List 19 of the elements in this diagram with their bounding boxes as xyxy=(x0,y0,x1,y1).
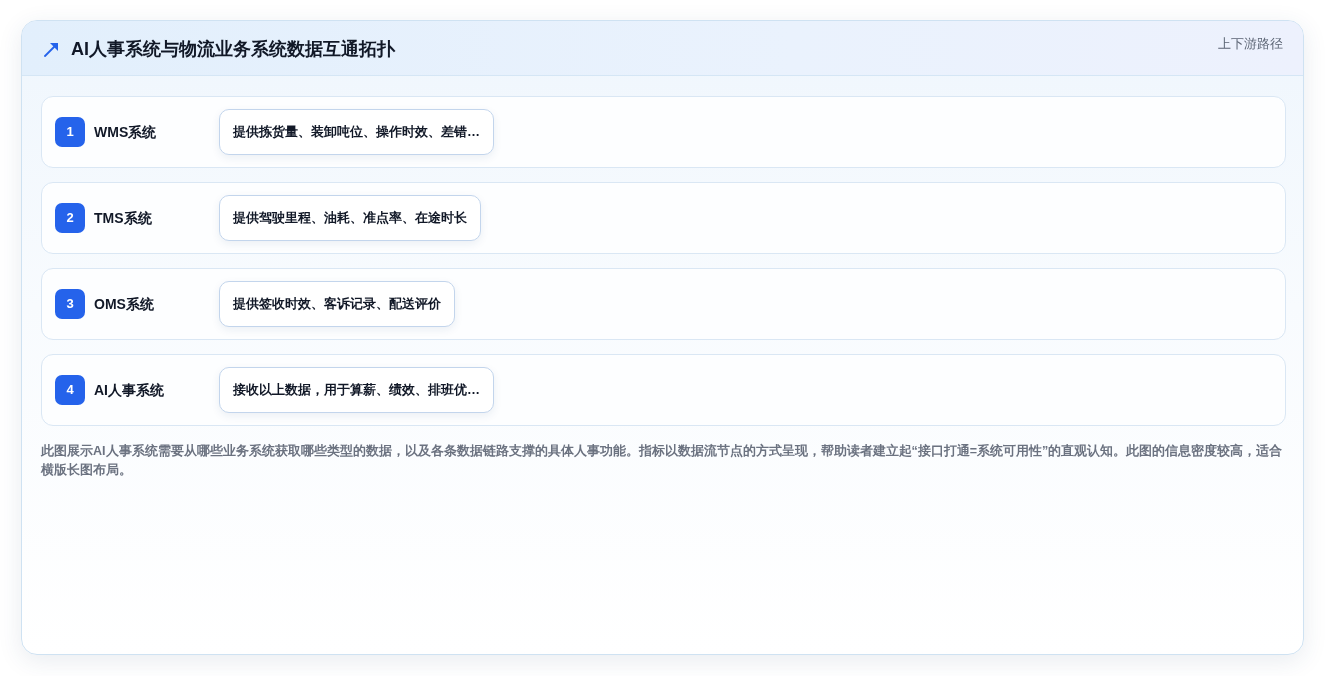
data-tag: 提供驾驶里程、油耗、准点率、在途时长 xyxy=(219,195,481,241)
data-tag: 提供签收时效、客诉记录、配送评价 xyxy=(219,281,455,327)
data-tag: 提供拣货量、装卸吨位、操作时效、差错… xyxy=(219,109,494,155)
system-row xyxy=(41,354,1286,426)
caption-text: 此图展示AI人事系统需要从哪些业务系统获取哪些类型的数据，以及各条数据链路支撑的具体人事功能。指标以数据流节点的方式呈现，帮助读者建立起“接口打通=系统可用性”的直观认知。此图的信息密度较高，适合横版长图布局。 xyxy=(41,442,1284,479)
system-name: AI人事系统 xyxy=(94,381,164,400)
step-number: 1 xyxy=(55,117,85,147)
step-number: 3 xyxy=(55,289,85,319)
diagram-title: AI人事系统与物流业务系统数据互通拓扑 xyxy=(71,38,395,61)
system-name: TMS系统 xyxy=(94,209,152,228)
system-name: WMS系统 xyxy=(94,123,157,142)
system-row xyxy=(41,268,1286,340)
step-number: 4 xyxy=(55,375,85,405)
system-row xyxy=(41,96,1286,168)
header-note: 上下游路径 xyxy=(1218,35,1283,53)
system-row xyxy=(41,182,1286,254)
step-number: 2 xyxy=(55,203,85,233)
system-name: OMS系统 xyxy=(94,295,154,314)
data-tag: 接收以上数据，用于算薪、绩效、排班优… xyxy=(219,367,494,413)
